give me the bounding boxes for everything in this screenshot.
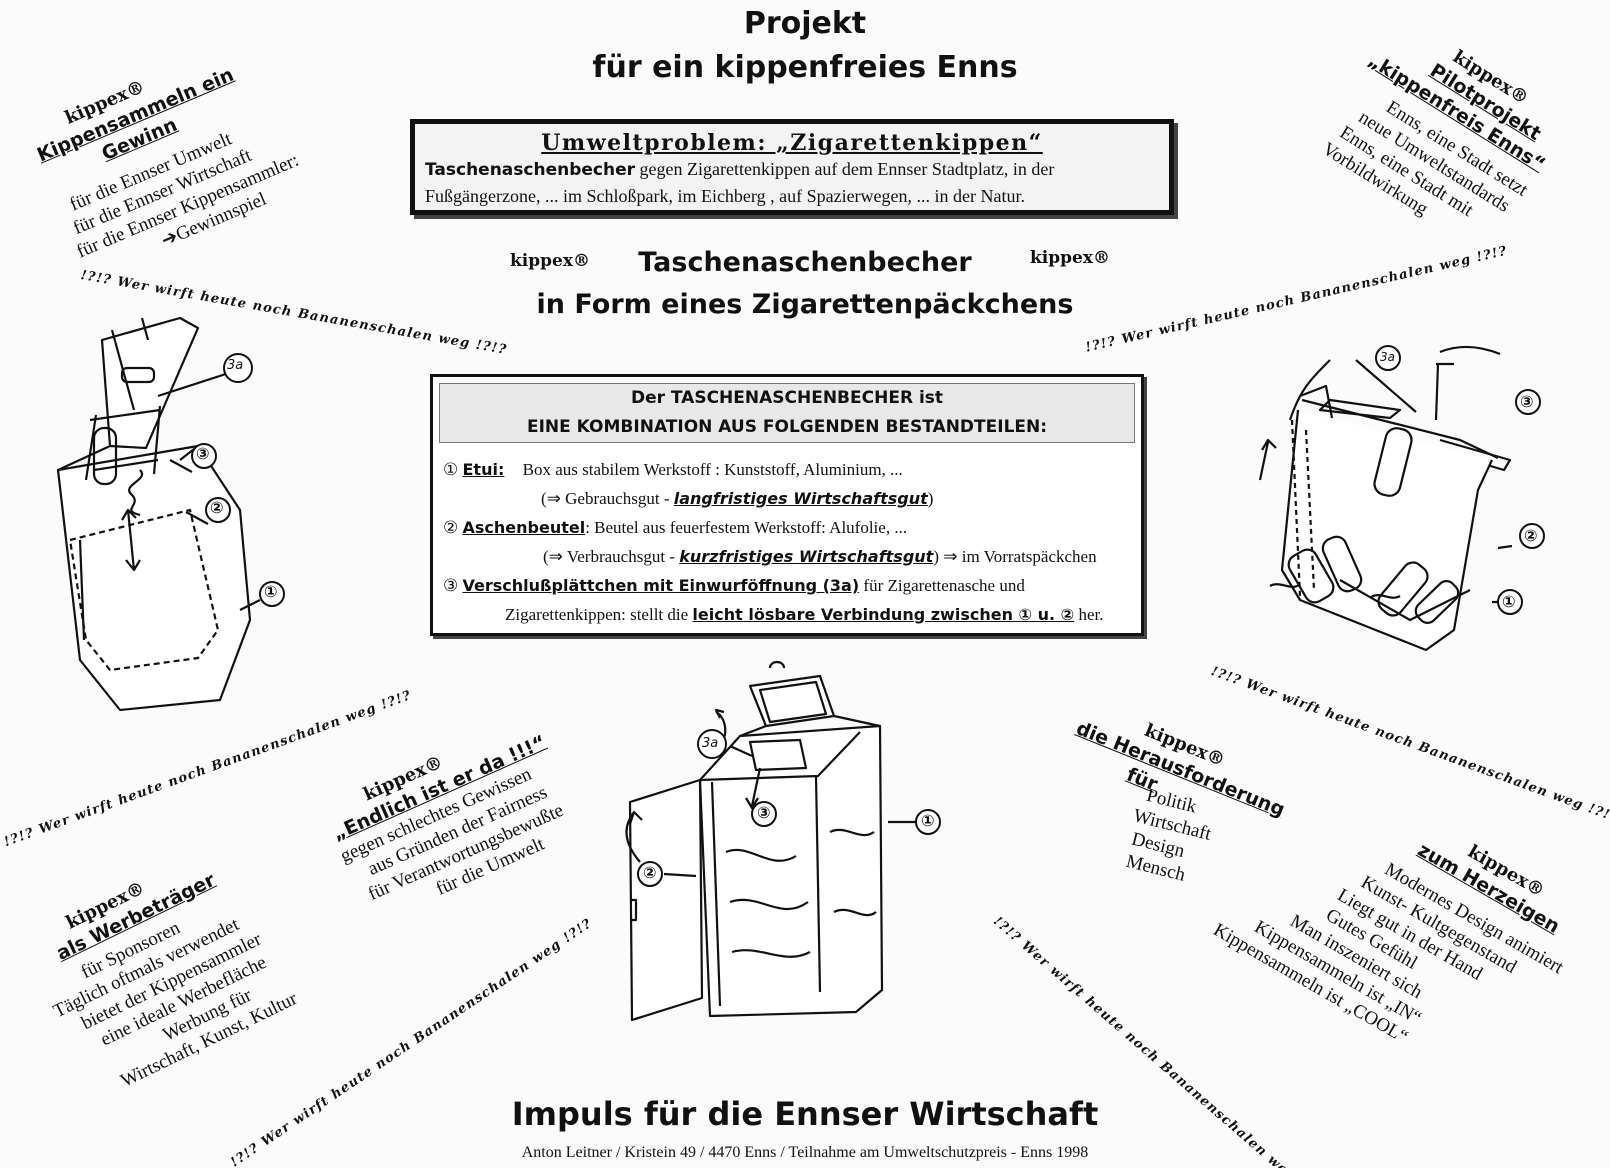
- callout-2-center-label: ②: [643, 863, 657, 882]
- callout-3-right-label: ③: [1520, 392, 1534, 411]
- platte-line2-pre: Zigarettenkippen: stellt die: [505, 605, 693, 624]
- components-heading: Der TASCHENASCHENBECHER ist EINE KOMBINA…: [439, 383, 1135, 443]
- callout-1-center-label: ①: [921, 811, 935, 830]
- component-beutel-sub: (⇒ Verbrauchsgut - kurzfristiges Wirtsch…: [543, 547, 1097, 567]
- callout-1-left-label: ①: [264, 582, 278, 601]
- beutel-text: : Beutel aus feuerfestem Werkstoff: Aluf…: [585, 518, 908, 537]
- component-platte-line-2: Zigarettenkippen: stellt die leicht lösb…: [505, 605, 1104, 625]
- callout-3-right: [1515, 389, 1541, 415]
- callout-3a-left: [223, 353, 253, 383]
- environment-problem-line-1-rest: gegen Zigarettenkippen auf dem Ennser St…: [635, 159, 1055, 179]
- platte-text: für Zigarettenasche und: [859, 576, 1025, 595]
- callout-3a-center: [697, 729, 727, 759]
- brand-mark-right: kippex®: [1030, 248, 1110, 268]
- product-line-2: in Form eines Zigarettenpäckchens: [536, 289, 1074, 320]
- components-box: Der TASCHENASCHENBECHER ist EINE KOMBINA…: [430, 374, 1144, 636]
- beutel-sub-italic: kurzfristiges Wirtschaftsgut: [679, 547, 934, 566]
- product-heading: Taschenaschenbecher in Form eines Zigare…: [0, 242, 1610, 326]
- components-heading-line-1: Der TASCHENASCHENBECHER ist: [630, 388, 944, 408]
- etui-label: Etui:: [462, 460, 505, 479]
- title-line-1: Projekt: [743, 6, 867, 41]
- callout-1-right: [1497, 589, 1523, 615]
- etui-sub-italic: langfristiges Wirtschaftsgut: [673, 489, 928, 508]
- component-etui-sub: (⇒ Gebrauchsgut - langfristiges Wirtscha…: [541, 489, 933, 509]
- ashtray-illustration-left: [56, 316, 285, 712]
- components-heading-line-2: EINE KOMBINATION AUS FOLGENDEN BESTANDTE…: [526, 417, 1048, 437]
- callout-2-right: [1519, 523, 1545, 549]
- callout-1-center: [915, 809, 941, 835]
- beutel-label: Aschenbeutel: [462, 518, 586, 537]
- product-name-bold: Taschenaschenbecher: [425, 160, 636, 180]
- heraus-lines: Politik Wirtschaft Design Mensch: [1120, 782, 1219, 890]
- beutel-sub-post: ) ⇒ im Vorratspäckchen: [933, 547, 1097, 566]
- etui-sub-pre: (⇒ Gebrauchsgut -: [541, 489, 674, 508]
- callout-1-left: [259, 581, 285, 607]
- platte-line2-underlined: leicht lösbare Verbindung zwischen ① u. …: [692, 605, 1075, 624]
- callout-2-left: [205, 497, 231, 523]
- endlich-block: kippex® „Endlich ist er da !!!“ gegen sc…: [320, 710, 587, 930]
- callout-3-center-label: ③: [757, 803, 771, 822]
- callout-1-right-label: ①: [1502, 592, 1516, 611]
- callout-2-left-label: ②: [210, 498, 224, 517]
- callout-3-left-label: ③: [196, 444, 210, 463]
- ashtray-illustration-center: [625, 660, 941, 1022]
- callout-3-center: [751, 801, 777, 827]
- product-line-1: Taschenaschenbecher: [638, 247, 972, 278]
- component-etui: ① Etui: Box aus stabilem Werkstoff : Kun…: [443, 460, 903, 480]
- environment-problem-line-2: Fußgängerzone, ... im Schloßpark, im Eic…: [425, 186, 1026, 206]
- footer-credit: Anton Leitner / Kristein 49 / 4470 Enns …: [521, 1144, 1089, 1161]
- impulse-heading: Impuls für die Ennser Wirtschaft: [511, 1095, 1099, 1133]
- brand-mark-left: kippex®: [510, 251, 590, 271]
- callout-2-right-label: ②: [1524, 526, 1538, 545]
- page-title: Projekt für ein kippenfreies Enns: [0, 2, 1610, 90]
- ashtray-illustration-right: [1258, 345, 1545, 652]
- platte-label: Verschlußplättchen mit Einwurföffnung (3…: [462, 576, 860, 595]
- callout-3a-right: [1375, 345, 1401, 371]
- number-2-icon: ②: [443, 518, 459, 537]
- callout-3a-center-label: 3a: [702, 736, 719, 751]
- platte-line2-post: her.: [1074, 605, 1104, 624]
- title-line-2: für ein kippenfreies Enns: [592, 50, 1018, 85]
- environment-problem-box: Umweltproblem: „Zigarettenkippen“ Tasche…: [410, 119, 1174, 215]
- beutel-sub-pre: (⇒ Verbrauchsgut -: [543, 547, 680, 566]
- callout-3a-right-label: 3a: [1380, 350, 1395, 364]
- environment-problem-line-1: Taschenaschenbecher gegen Zigarettenkipp…: [425, 156, 1159, 183]
- number-3-icon: ③: [443, 576, 459, 595]
- component-platte: ③ Verschlußplättchen mit Einwurföffnung …: [443, 576, 1025, 596]
- callout-3-left: [191, 443, 217, 469]
- callout-3a-left-label: 3a: [227, 358, 244, 373]
- etui-text: Box aus stabilem Werkstoff : Kunststoff,…: [522, 460, 903, 479]
- etui-sub-post: ): [927, 489, 934, 508]
- number-1-icon: ①: [443, 460, 459, 479]
- callout-2-center: [637, 861, 663, 887]
- component-beutel: ② Aschenbeutel: Beutel aus feuerfestem W…: [443, 518, 907, 538]
- environment-problem-heading: Umweltproblem: „Zigarettenkippen“: [541, 130, 1043, 156]
